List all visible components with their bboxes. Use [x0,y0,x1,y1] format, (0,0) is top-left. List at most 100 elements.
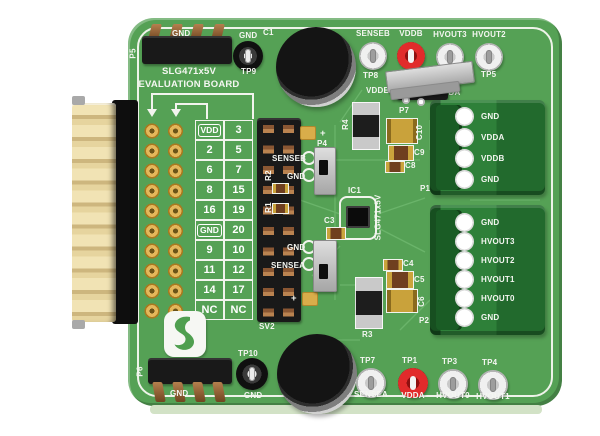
terminal-hole [455,107,474,126]
pin-cell: 7 [224,160,253,180]
p4-jumper-slot [319,160,328,175]
terminal-pin-label: GND [481,218,500,227]
plated-holes [141,121,188,321]
pin-cell: 5 [224,140,253,160]
tp7-testpoint [356,368,386,398]
pin-cell: 16 [195,200,224,220]
terminal-pin-label: HVOUT1 [481,275,515,284]
terminal-hole [455,232,474,251]
c8-label: C8 [405,161,416,170]
sv2-pins-right [283,120,294,320]
pin-cell: GND [195,220,224,240]
pcb-bottom-edge [150,405,542,414]
tp7-label: TP7 [360,356,376,365]
ic1-chip [346,206,370,228]
tp10-gnd-silk: GND [244,391,263,400]
tp9-testpoint [233,41,263,71]
capacitor-c1 [276,27,356,107]
terminal-pin-label: GND [481,112,500,121]
tp-signal-label: VDDB [399,29,423,38]
capacitor-c9 [388,145,414,161]
silego-logo-mark [174,316,195,350]
p5-label: P5 [128,47,138,59]
terminal-hole [455,270,474,289]
c5-label: C5 [414,275,425,284]
p5-header [142,36,232,64]
chip-part-number: SLG471x5V [373,194,383,240]
terminal-pin-label: HVOUT0 [481,294,515,303]
board-title-line2: EVALUATION BOARD [138,79,240,90]
tp3-signal-label: HVOUT0 [436,391,470,400]
sv2-label: SV2 [259,322,275,331]
r4-label-wrap: R4 [339,112,351,136]
tp1-signal-label: VDDA [401,391,425,400]
tp4-label: TP4 [482,358,498,367]
pin-cell: 3 [224,120,253,140]
r4-label: R4 [340,118,350,130]
c1-label: C1 [263,28,274,37]
silego-logo [164,311,206,357]
p3-jumper-slot [319,264,328,279]
terminal-block-p1: GND VDDA VDDB GND [430,100,545,195]
terminal-hole [455,289,474,308]
p4-option-bottom: GND [287,172,306,181]
pin-cell: 6 [195,160,224,180]
p7-option-left: VDDB [366,86,390,95]
edge-connector-tab [72,96,85,105]
pin-cell: 8 [195,180,224,200]
solder-pad [300,126,316,140]
r3-label: R3 [362,330,373,339]
pin-cell: 17 [224,280,253,300]
p5-label-wrap: P5 [127,42,139,64]
c1-plus-mark: + [320,128,326,139]
c9-label: C9 [414,148,425,157]
pin-cell: 15 [224,180,253,200]
pin-cell: 2 [195,140,224,160]
ic1-label: IC1 [348,186,362,195]
terminal-hole [455,170,474,189]
capacitor-c2 [277,334,357,414]
tp5-label: TP5 [481,70,497,79]
p3-option-top: GND [287,243,306,252]
tp4-testpoint [478,370,508,400]
terminal-hole [455,213,474,232]
tp5-testpoint [475,43,503,71]
ic1-outline [339,196,377,240]
tp-signal-label: SENSEB [355,29,391,38]
p1-silk-label: P1 [420,184,431,193]
edge-connector-shadow [112,100,138,324]
tp8-label: TP8 [363,71,379,80]
p5-gnd-silk: GND [172,29,191,38]
terminal-hole [455,149,474,168]
c10-label-wrap: C10 [414,119,426,145]
pin-cell: 20 [224,220,253,240]
capacitor-c10 [386,118,418,144]
terminal-pin-label: VDDB [481,154,505,163]
pin-map-table: VDD 3 2 5 6 7 8 15 16 19 GND 20 9 10 11 … [195,120,253,320]
capacitor-c6 [386,289,418,313]
tp9-label: TP9 [241,67,257,76]
p6-header [148,358,232,384]
solder-pad [302,292,318,306]
resistor-r2 [272,183,289,194]
p7-pin-pad [402,96,410,104]
c10-label: C10 [415,124,425,140]
board-title-line1: SLG471x5V [161,66,217,77]
tp3-label: TP3 [442,357,458,366]
r2-label: R2 [263,169,273,181]
capacitor-c4 [383,259,403,271]
tp10-testpoint [236,358,268,390]
c3-label: C3 [324,216,335,225]
pin-cell: 14 [195,280,224,300]
terminal-hole [455,128,474,147]
resistor-r4 [352,102,380,150]
c6-label-wrap: C6 [415,289,427,313]
pin-cell: 11 [195,260,224,280]
r2-label-wrap: R2 [262,166,274,184]
pin-cell: NC [224,300,253,320]
terminal-block-p2: GND HVOUT3 HVOUT2 HVOUT1 HVOUT0 GND [430,205,545,335]
tp10-label: TP10 [238,349,258,358]
tp1-label: TP1 [402,356,418,365]
p7-label: P7 [399,106,410,115]
